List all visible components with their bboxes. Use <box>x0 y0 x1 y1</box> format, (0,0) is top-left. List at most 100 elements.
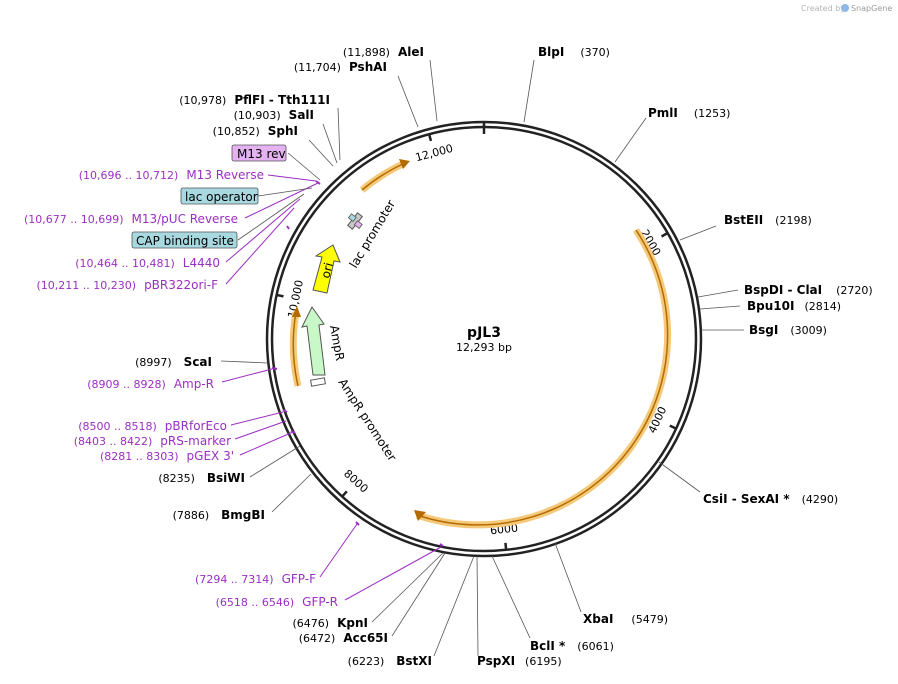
primer-m13-puc-reverse[interactable]: (10,677 .. 10,699)M13/pUC Reverse <box>24 212 238 226</box>
leader-pspxi <box>476 555 479 657</box>
primer-prs-marker[interactable]: (8403 .. 8422)pRS-marker <box>74 434 231 448</box>
site-kpni[interactable]: (6476)KpnI <box>293 616 368 630</box>
primer-amp-r[interactable]: (8909 .. 8928)Amp-R <box>87 377 214 391</box>
snapgene-credit: Created by SnapGene <box>801 4 892 13</box>
leader-scai <box>220 360 269 364</box>
primer-pgex-3[interactable]: (8281 .. 8303)pGEX 3' <box>100 449 234 463</box>
leader-alei <box>429 59 438 122</box>
backbone <box>265 120 703 558</box>
mark-gfpr <box>439 543 444 547</box>
leader-pbr322ori-f <box>225 207 295 285</box>
leader-prs-marker <box>234 420 287 440</box>
tick-label: 12,000 <box>414 142 455 165</box>
site-bsteii[interactable]: BstEII(2198) <box>724 213 812 227</box>
lac-operator-box[interactable] <box>180 187 259 205</box>
leader-bpu10i <box>699 305 741 310</box>
m13-rev-feature[interactable] <box>353 220 363 229</box>
ampr-label: AmpR <box>327 324 347 362</box>
ori-label: ori <box>318 261 336 280</box>
ori-feature[interactable] <box>312 244 341 294</box>
leader-acc65i <box>391 552 446 637</box>
large-orf-arrowhead <box>414 510 426 521</box>
site-pspxi[interactable]: PspXI(6195) <box>477 654 562 668</box>
inner-features: ori AmpR AmpR promoter lac promoter <box>301 197 399 464</box>
primer-l4440[interactable]: (10,464 .. 10,481)L4440 <box>75 256 220 270</box>
cap-binding-site-box[interactable] <box>131 231 238 249</box>
site-acc65i[interactable]: (6472)Acc65I <box>299 631 388 645</box>
site-bpu10i[interactable]: Bpu10I(2814) <box>747 299 841 313</box>
ampr-promoter-feature[interactable] <box>310 377 326 387</box>
lac-operator-feature[interactable] <box>347 213 357 222</box>
leader-m13-rev-box <box>287 152 321 181</box>
leader-sphi <box>308 139 334 167</box>
leader-xbai <box>554 542 582 613</box>
site-xbai[interactable]: XbaI(5479) <box>583 612 668 626</box>
site-pmli[interactable]: PmlI(1253) <box>648 106 730 120</box>
cap-binding-site-box-label: CAP binding site <box>136 234 234 248</box>
leader-kpni <box>371 552 444 623</box>
mark-gfpf <box>355 521 360 526</box>
snapgene-logo-icon <box>841 4 849 12</box>
mark-m13 <box>315 180 321 185</box>
primer-m13-reverse[interactable]: (10,696 .. 10,712)M13 Reverse <box>79 168 264 182</box>
leader-lac-operator-box <box>257 187 313 197</box>
site-csii-sexai[interactable]: CsiI - SexAI *(4290) <box>703 492 838 506</box>
site-bcli[interactable]: BclI *(6061) <box>530 639 614 653</box>
site-sali[interactable]: (10,903)SalI <box>234 108 314 122</box>
lac-operator-box-label: lac operator <box>185 190 258 204</box>
primer-gfp-f[interactable]: (7294 .. 7314)GFP-F <box>195 572 316 586</box>
mark-l4440 <box>286 225 290 230</box>
leader-gfp-r <box>344 546 442 601</box>
leader-gfp-f <box>319 523 358 578</box>
ampr-promoter-label: AmpR promoter <box>335 376 399 464</box>
large-orf-arc <box>415 228 672 529</box>
left-orf-arrowhead <box>292 306 301 317</box>
leader-sali <box>322 123 338 164</box>
site-bsiwi[interactable]: (8235)BsiWI <box>158 471 245 485</box>
site-scai[interactable]: (8997)ScaI <box>135 355 212 369</box>
leader-cap-box <box>237 193 305 241</box>
m13-rev-box[interactable] <box>231 144 287 162</box>
leader-bsteii <box>679 225 717 241</box>
primer-labels: (10,696 .. 10,712)M13 Reverse (10,677 ..… <box>24 168 338 609</box>
leader-pgex-3 <box>239 431 294 456</box>
site-pflfi-tth111i[interactable]: (10,978)PflFI - Tth111I <box>179 93 330 107</box>
primer-gfp-r[interactable]: (6518 .. 6546)GFP-R <box>216 595 338 609</box>
leader-pbrforeco <box>230 411 284 426</box>
leader-amp-r <box>221 368 273 383</box>
site-labels: (11,898)AleI (11,704)PshAI (10,978)PflFI… <box>135 45 873 668</box>
map-size: 12,293 bp <box>456 341 512 354</box>
site-sphi[interactable]: (10,852)SphI <box>213 124 298 138</box>
mark-pgex <box>290 430 296 434</box>
orf-arcs <box>289 159 672 529</box>
site-bsgi[interactable]: BsgI(3009) <box>749 323 827 337</box>
leader-bsiwi <box>249 445 301 478</box>
site-bspdi-clai[interactable]: BspDI - ClaI(2720) <box>744 283 873 297</box>
leader-bstxi <box>433 555 475 657</box>
large-orf-arc-core <box>416 229 669 526</box>
tick-3: 8000 <box>341 467 371 498</box>
site-bstxi[interactable]: (6223)BstXI <box>348 654 432 668</box>
primer-pbrforeco[interactable]: (8500 .. 8518)pBRforEco <box>78 419 227 433</box>
map-title: pJL3 <box>467 325 501 341</box>
credit-brand: SnapGene <box>851 4 892 13</box>
leader-csii <box>658 461 701 493</box>
primer-leaders <box>221 152 442 601</box>
leader-pmli <box>614 117 647 163</box>
leader-bmgbi <box>271 473 312 513</box>
primer-pbr322ori-f[interactable]: (10,211 .. 10,230)pBR322ori-F <box>37 278 219 292</box>
left-orf-arc-core <box>292 311 299 387</box>
ampr-feature[interactable] <box>301 306 326 376</box>
boxed-feature-labels: M13 rev lac operator CAP binding site <box>131 144 287 249</box>
leader-bspdi <box>697 289 739 298</box>
credit-text: Created by <box>801 4 845 13</box>
site-bmgbi[interactable]: (7886)BmgBI <box>173 508 265 522</box>
mark-pbrforeco <box>282 409 288 413</box>
site-blpi[interactable]: BlpI(370) <box>538 45 610 59</box>
tick-5: 12,000 <box>414 133 455 165</box>
site-pshai[interactable]: (11,704)PshAI <box>294 60 387 74</box>
site-alei[interactable]: (11,898)AleI <box>343 45 424 59</box>
leader-blpi <box>523 59 535 123</box>
